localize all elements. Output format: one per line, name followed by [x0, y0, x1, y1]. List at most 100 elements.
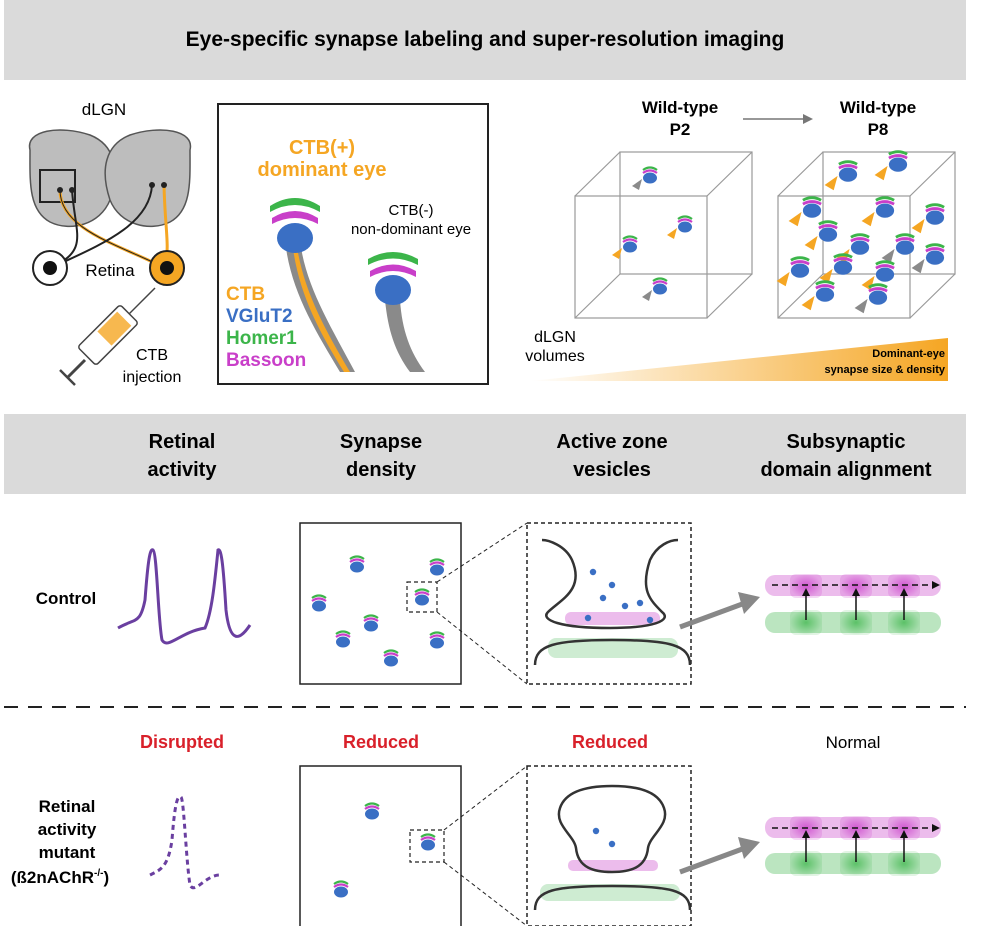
p8-synapse [911, 243, 945, 274]
p8-synapse [874, 150, 908, 181]
col-alignment-1: Subsynaptic [787, 431, 906, 453]
density-marks [311, 555, 445, 898]
mutant-zoom-line-top [443, 765, 528, 831]
legend-ctb: CTB [226, 284, 265, 305]
p8-synapse [881, 233, 915, 264]
dominant-eye-label-2: dominant eye [258, 159, 387, 181]
mutant-transition-arrow [679, 837, 760, 875]
vesicle [592, 827, 600, 835]
legend-bassoon: Bassoon [226, 350, 306, 371]
vesicle [636, 599, 644, 607]
col-active-zone-2: vesicles [573, 459, 651, 481]
mutant-synapse-schematic [533, 784, 692, 911]
synapse-marks [612, 150, 945, 314]
mutant-vesicles [592, 827, 616, 848]
p8-synapse [824, 160, 858, 191]
control-density-synapse [349, 555, 365, 573]
vesicle [599, 594, 607, 602]
mutant-label-1: Retinal [39, 797, 96, 816]
control-density-synapse [311, 594, 327, 612]
age-arrow [743, 114, 813, 124]
injection-label: injection [123, 369, 182, 386]
dlgn-roi-box [39, 169, 76, 203]
control-vesicle-box [526, 522, 692, 685]
p2-synapse [642, 277, 668, 301]
col-alignment-2: domain alignment [760, 459, 931, 481]
control-activity-trace [117, 548, 252, 645]
vesicle [608, 840, 616, 848]
control-zoom-box [406, 581, 438, 613]
vesicle [621, 602, 629, 610]
mutant-alignment-domains [765, 816, 941, 876]
mutant-density-synapse [333, 880, 349, 898]
p8-synapse [804, 220, 838, 251]
legend-homer1: Homer1 [226, 328, 297, 349]
mutant-label-2: activity [38, 820, 97, 839]
vesicle [646, 616, 654, 624]
mutant-density-box [299, 765, 462, 926]
nondominant-eye-label-2: non-dominant eye [351, 221, 471, 238]
p8-synapse [801, 280, 835, 311]
gradient-label-1: Dominant-eye [872, 348, 945, 360]
control-density-synapse [383, 649, 399, 667]
control-density-synapse [429, 631, 445, 649]
dominant-eye-label-1: CTB(+) [289, 137, 355, 159]
p2-volume-cube [574, 151, 753, 319]
control-row-label: Control [36, 589, 96, 608]
column-header-band [4, 414, 966, 494]
control-density-synapse [414, 588, 430, 606]
nondominant-eye-label-1: CTB(-) [389, 202, 434, 219]
vesicle [589, 568, 597, 576]
p8-title-2: P8 [868, 120, 889, 139]
outcome-vesicles: Reduced [572, 732, 648, 752]
mutant-density-synapse [364, 802, 380, 820]
col-active-zone-1: Active zone [556, 431, 667, 453]
inset-box [217, 103, 489, 385]
p2-title-2: P2 [670, 120, 691, 139]
control-vesicles [584, 568, 654, 624]
p8-synapse [788, 196, 822, 227]
mutant-density-synapse [420, 833, 436, 851]
inset-neurites [270, 198, 425, 372]
mutant-activity-trace [149, 795, 221, 890]
control-zoom-line-bottom [436, 611, 528, 685]
outcome-alignment: Normal [826, 733, 881, 752]
control-alignment-domains [765, 574, 941, 635]
control-transition-arrow [679, 592, 760, 630]
p8-synapse [911, 203, 945, 234]
p8-synapse [776, 256, 810, 287]
ctb-label: CTB [136, 347, 168, 364]
mutant-genotype-close: ) [103, 868, 109, 887]
dlgn-schematic [28, 129, 192, 386]
mutant-zoom-box [409, 829, 445, 863]
mutant-label-3: mutant [39, 843, 96, 862]
vglut2-bouton [277, 223, 313, 253]
col-synapse-density-1: Synapse [340, 431, 422, 453]
p2-synapse [632, 166, 658, 190]
top-banner [4, 0, 966, 80]
col-retinal-activity-1: Retinal [149, 431, 216, 453]
control-synapse-schematic [533, 538, 692, 666]
control-density-synapse [429, 558, 445, 576]
mutant-label-4: (ß2nAChR-/-) [11, 868, 109, 887]
mutant-genotype-sup: -/- [94, 868, 103, 879]
control-density-box [299, 522, 462, 685]
col-retinal-activity-2: activity [148, 459, 218, 481]
dlgn-label: dLGN [82, 100, 126, 119]
p2-synapse [612, 235, 638, 259]
p2-synapse [667, 215, 693, 239]
legend-vglut2: VGluT2 [226, 306, 293, 327]
dlgn-volumes-label-2: volumes [525, 348, 585, 365]
col-synapse-density-2: density [346, 459, 417, 481]
p8-synapse [819, 253, 853, 284]
dlgn-volumes-label-1: dLGN [534, 329, 576, 346]
vesicle [584, 614, 592, 622]
gradient-wedge [530, 338, 948, 381]
mutant-zoom-line-bottom [443, 861, 528, 926]
control-zoom-line-top [436, 522, 528, 583]
p2-title-1: Wild-type [642, 98, 718, 117]
retina-label: Retina [85, 261, 135, 280]
syringe-icon [59, 287, 156, 386]
control-density-synapse [335, 630, 351, 648]
